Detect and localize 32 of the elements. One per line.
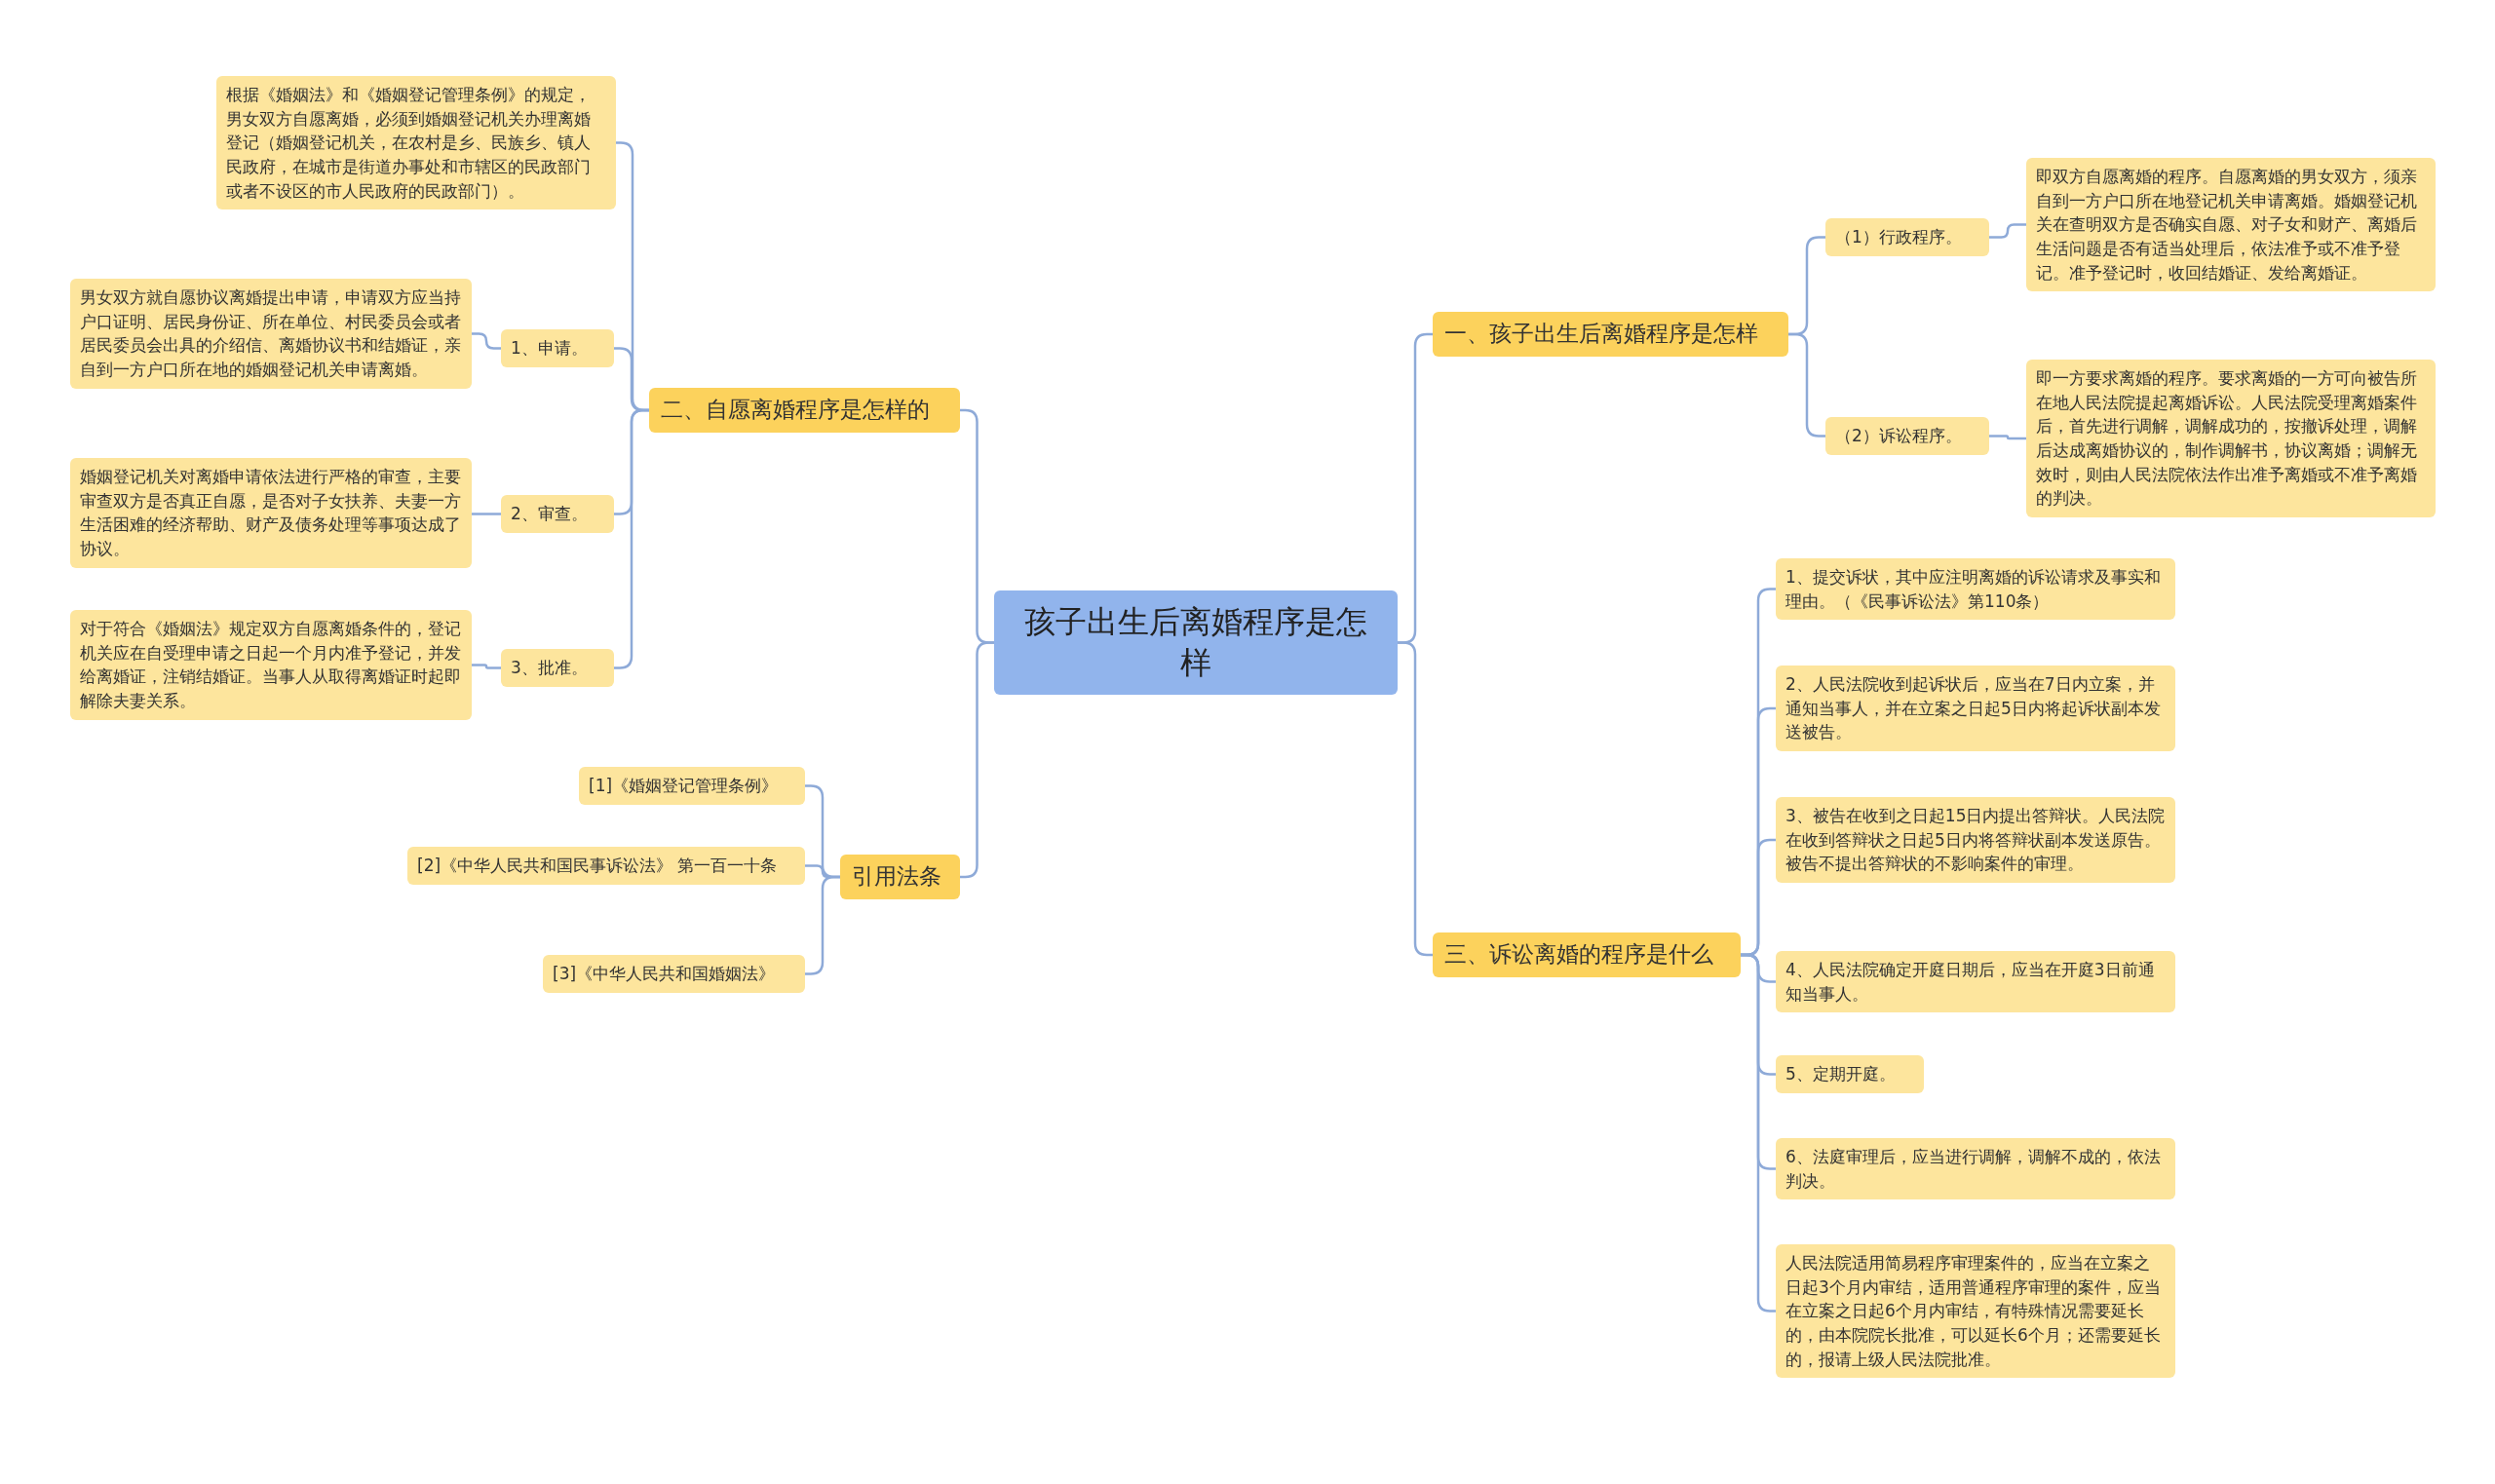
subtopic: [1]《婚姻登记管理条例》 bbox=[579, 767, 805, 805]
subtopic: （2）诉讼程序。 bbox=[1825, 417, 1989, 455]
subtopic: 3、被告在收到之日起15日内提出答辩状。人民法院在收到答辩状之日起5日内将答辩状副本发送原告。被告不提出答辩状的不影响案件的审理。 bbox=[1776, 797, 2175, 883]
subtopic: 1、申请。 bbox=[501, 329, 614, 367]
connector-line bbox=[1788, 332, 1825, 438]
subtopic: 6、法庭审理后，应当进行调解，调解不成的，依法判决。 bbox=[1776, 1138, 2175, 1200]
connector-line bbox=[1989, 435, 2026, 440]
branch-topic: 二、自愿离婚程序是怎样的 bbox=[649, 388, 960, 433]
subtopic: 2、审查。 bbox=[501, 495, 614, 533]
subtopic: 4、人民法院确定开庭日期后，应当在开庭3日前通知当事人。 bbox=[1776, 951, 2175, 1013]
root-topic: 孩子出生后离婚程序是怎样 bbox=[994, 590, 1398, 696]
subtopic: [3]《中华人民共和国婚姻法》 bbox=[543, 955, 805, 993]
subtopic: [2]《中华人民共和国民事诉讼法》 第一百一十条 bbox=[407, 847, 805, 885]
branch-topic: 三、诉讼离婚的程序是什么 bbox=[1433, 932, 1741, 977]
subtopic: 根据《婚姻法》和《婚姻登记管理条例》的规定，男女双方自愿离婚，必须到婚姻登记机关办理离婚登记（婚姻登记机关，在农村是乡、民族乡、镇人民政府，在城市是街道办事处和市辖区的民政部门或者不设区的市人民政府的民政部门）。 bbox=[216, 76, 616, 210]
connector-line bbox=[1989, 223, 2026, 239]
subtopic: 5、定期开庭。 bbox=[1776, 1055, 1924, 1093]
subtopic: 婚姻登记机关对离婚申请依法进行严格的审查，主要审查双方是否真正自愿，是否对子女扶养、夫妻一方生活困难的经济帮助、财产及债务处理等事项达成了协议。 bbox=[70, 458, 472, 568]
connector-line bbox=[472, 332, 501, 350]
subtopic: 人民法院适用简易程序审理案件的，应当在立案之日起3个月内审结，适用普通程序审理的案件，应当在立案之日起6个月内审结，有特殊情况需要延长的，由本院院长批准，可以延长6个月；还需要延长的，报请上级人民法院批准。 bbox=[1776, 1244, 2175, 1379]
connector-line bbox=[472, 664, 501, 669]
branch-topic: 引用法条 bbox=[840, 855, 960, 899]
subtopic: 2、人民法院收到起诉状后，应当在7日内立案，并通知当事人，并在立案之日起5日内将起诉状副本发送被告。 bbox=[1776, 666, 2175, 751]
subtopic: （1）行政程序。 bbox=[1825, 218, 1989, 256]
subtopic: 3、批准。 bbox=[501, 649, 614, 687]
subtopic: 即一方要求离婚的程序。要求离婚的一方可向被告所在地人民法院提起离婚诉讼。人民法院受理离婚案件后，首先进行调解，调解成功的，按撤诉处理，调解后达成离婚协议的，制作调解书，协议离婚；调解无效时，则由人民法院依法作出准予离婚或不准予离婚的判决。 bbox=[2026, 360, 2436, 517]
subtopic: 1、提交诉状，其中应注明离婚的诉讼请求及事实和理由。（《民事诉讼法》第110条） bbox=[1776, 558, 2175, 621]
subtopic: 对于符合《婚姻法》规定双方自愿离婚条件的，登记机关应在自受理申请之日起一个月内准予登记，并发给离婚证，注销结婚证。当事人从取得离婚证时起即解除夫妻关系。 bbox=[70, 610, 472, 720]
connector-line bbox=[472, 513, 501, 515]
subtopic: 即双方自愿离婚的程序。自愿离婚的男女双方，须亲自到一方户口所在地登记机关申请离婚。婚姻登记机关在查明双方是否确实自愿、对子女和财产、离婚后生活问题是否有适当处理后，依法准予或不准予登记。准予登记时，收回结婚证、发给离婚证。 bbox=[2026, 158, 2436, 292]
branch-topic: 一、孩子出生后离婚程序是怎样 bbox=[1433, 312, 1788, 357]
subtopic: 男女双方就自愿协议离婚提出申请，申请双方应当持户口证明、居民身份证、所在单位、村民委员会或者居民委员会出具的介绍信、离婚协议书和结婚证，亲自到一方户口所在地的婚姻登记机关申请离婚。 bbox=[70, 279, 472, 389]
